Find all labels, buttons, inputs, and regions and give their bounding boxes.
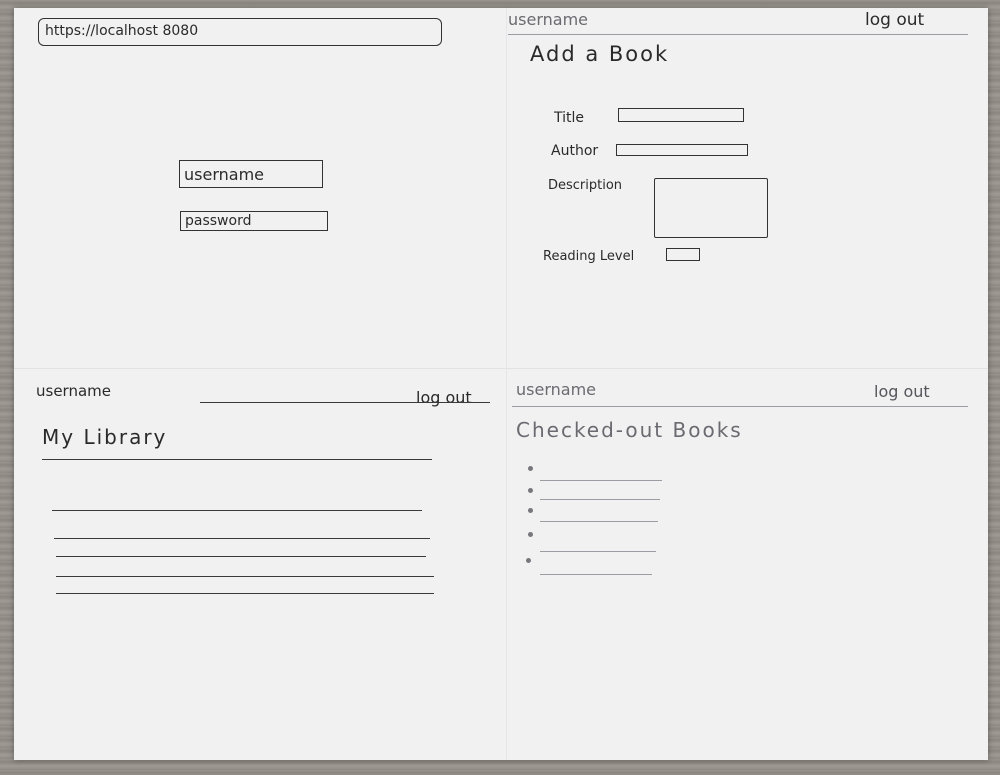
logout-button[interactable]: log out	[865, 10, 925, 30]
title-underline	[42, 459, 432, 461]
list-item-line	[540, 499, 660, 500]
bullet-icon	[528, 532, 533, 537]
bullet-icon	[528, 466, 533, 471]
list-item-line	[540, 551, 656, 552]
book-row[interactable]	[56, 556, 426, 558]
reading-level-label: Reading Level	[543, 249, 635, 264]
url-text: https://localhost 8080	[45, 23, 199, 39]
description-textarea[interactable]	[654, 178, 768, 238]
page-title: Checked-out Books	[516, 418, 743, 442]
author-input[interactable]	[616, 144, 748, 156]
description-label: Description	[548, 178, 623, 193]
book-row[interactable]	[52, 510, 422, 512]
list-item-line	[540, 574, 652, 575]
title-input[interactable]	[618, 108, 744, 122]
paper-fold-vertical	[506, 8, 507, 760]
header-username: username	[516, 380, 596, 399]
sketch-paper: https://localhost 8080 username log out …	[14, 8, 988, 760]
url-bar[interactable]: https://localhost 8080	[38, 18, 442, 46]
book-row[interactable]	[54, 538, 430, 540]
book-row[interactable]	[56, 593, 434, 595]
author-label: Author	[551, 143, 599, 159]
header-divider	[508, 34, 968, 35]
list-item-line	[540, 521, 658, 522]
list-item-line	[540, 480, 662, 481]
logout-button[interactable]: log out	[874, 382, 930, 401]
username-input[interactable]	[179, 160, 323, 188]
reading-level-input[interactable]	[666, 248, 700, 261]
header-username: username	[508, 10, 588, 29]
page-title: Add a Book	[530, 42, 670, 66]
header-divider	[200, 402, 490, 404]
header-username: username	[36, 382, 111, 400]
bullet-icon	[526, 558, 531, 563]
bullet-icon	[528, 508, 533, 513]
book-row[interactable]	[56, 576, 434, 578]
header-divider	[512, 406, 968, 407]
bullet-icon	[528, 488, 533, 493]
page-title: My Library	[42, 425, 168, 449]
logout-button[interactable]: log out	[416, 388, 472, 407]
paper-fold-horizontal	[14, 368, 988, 369]
password-input[interactable]	[180, 211, 328, 231]
title-label: Title	[554, 110, 585, 126]
